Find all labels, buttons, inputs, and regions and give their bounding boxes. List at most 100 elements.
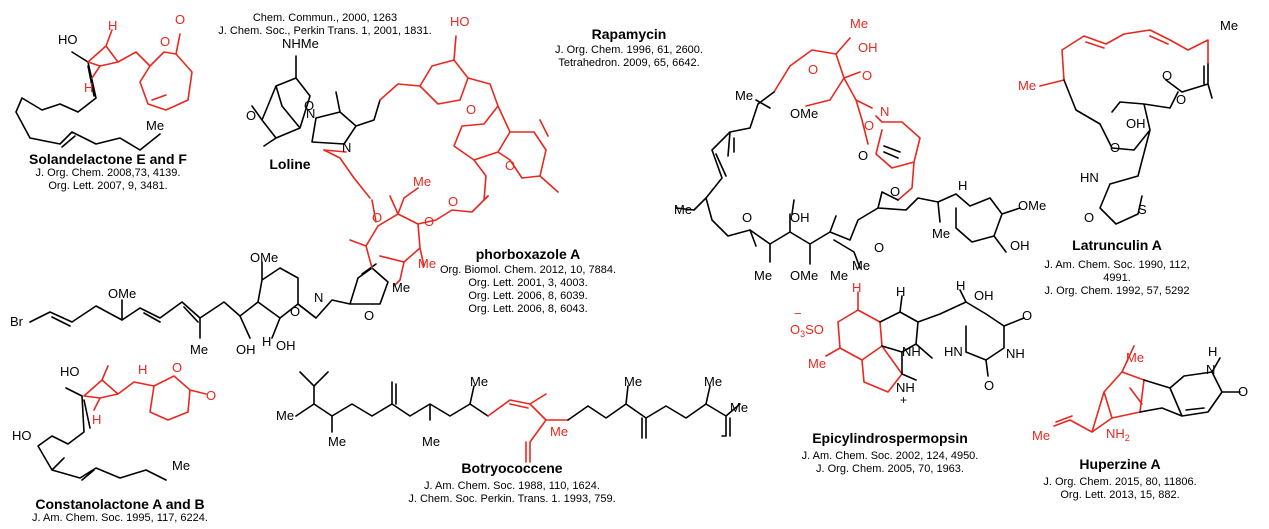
compound-loline-refs: Chem. Commun., 2000, 1263 J. Chem. Soc.,…: [205, 12, 445, 38]
phorboxazole-oh1-label: OH: [236, 342, 256, 357]
compound-name: Latrunculin A: [1072, 237, 1162, 253]
rapamycin-me5-label: Me: [754, 268, 772, 283]
botryococcene-structure: Me Me Me Me Me Me Me Me: [276, 371, 748, 463]
phorboxazole-o6-label: O: [448, 194, 458, 209]
latrunculin-hn-label: HN: [1080, 170, 1099, 185]
epicylindrospermopsin-o1-label: O: [1022, 308, 1032, 323]
phorboxazole-oh2-label: OH: [276, 338, 296, 353]
loline-n-label: N: [306, 106, 315, 121]
constanolactone-me-label: Me: [172, 458, 190, 473]
phorboxazole-o3-label: O: [304, 98, 314, 113]
rapamycin-o5-label: O: [890, 184, 900, 199]
epicylindrospermopsin-me-label: Me: [808, 356, 826, 371]
epicylindrospermopsin-hn-label: HN: [944, 344, 963, 359]
rapamycin-me6-label: Me: [830, 268, 848, 283]
reference-list: J. Am. Chem. Soc. 1995, 117, 6224.: [10, 512, 230, 525]
rapamycin-o4-label: O: [858, 148, 868, 163]
latrunculin-o3-label: O: [1110, 140, 1120, 155]
compound-botryococcene: Botryococcene J. Am. Chem. Soc. 1988, 11…: [392, 460, 632, 506]
rapamycin-oh1-label: OH: [858, 40, 878, 55]
constanolactone-structure: HO HO H H O O Me: [12, 360, 216, 481]
loline-nhme-label: NHMe: [282, 36, 319, 51]
compound-name: phorboxazole A: [475, 246, 581, 262]
rapamycin-ome3-label: OMe: [790, 268, 818, 283]
solandelactone-o1-label: O: [160, 34, 170, 49]
compound-solandelactone: Solandelactone E and F J. Org. Chem. 200…: [8, 151, 208, 193]
phorboxazole-o1-label: O: [466, 102, 476, 117]
reference-list: J. Org. Chem. 2008,73, 4139. Org. Lett. …: [8, 167, 208, 193]
compound-name: Huperzine A: [1079, 456, 1161, 472]
phorboxazole-me4-label: Me: [190, 342, 208, 357]
reference: Org. Lett. 2013, 15, 882.: [1060, 489, 1180, 501]
botryococcene-me7-label: Me: [704, 374, 722, 389]
rapamycin-me1-label: Me: [850, 16, 868, 31]
reference: Org. Lett. 2001, 3, 4003.: [468, 277, 588, 289]
huperzine-me1-label: Me: [1032, 428, 1050, 443]
botryococcene-me1-label: Me: [276, 408, 294, 423]
botryococcene-me6-label: Me: [624, 374, 642, 389]
phorboxazole-o7-label: O: [290, 304, 300, 319]
botryococcene-me5-label: Me: [550, 424, 568, 439]
reference: 4991.: [1103, 272, 1131, 284]
rapamycin-o2-label: O: [862, 68, 872, 83]
constanolactone-o1-label: O: [172, 360, 182, 375]
latrunculin-me2-label: Me: [1220, 18, 1238, 33]
phorboxazole-n1-label: N: [342, 140, 351, 155]
reference: Org. Lett. 2006, 8, 6039.: [468, 290, 588, 302]
phorboxazole-me3-label: Me: [392, 280, 410, 295]
latrunculin-oh-label: OH: [1126, 116, 1146, 131]
loline-o-label: O: [246, 108, 256, 123]
reference-list: J. Org. Chem. 2015, 80, 11806. Org. Lett…: [1032, 476, 1208, 502]
compound-name: Epicylindrospermopsin: [812, 430, 968, 446]
phorboxazole-me2-label: Me: [418, 256, 436, 271]
compound-epicylindrospermopsin: Epicylindrospermopsin J. Am. Chem. Soc. …: [784, 430, 996, 476]
reference: Org. Lett. 2007, 9, 3481.: [48, 180, 168, 192]
reference-list: J. Am. Chem. Soc. 1990, 112, 4991. J. Or…: [1024, 259, 1210, 298]
huperzine-h-label: H: [1208, 344, 1217, 359]
reference: J. Org. Chem. 2008,73, 4139.: [35, 167, 181, 179]
constanolactone-h2-label: H: [92, 412, 101, 427]
botryococcene-me4-label: Me: [470, 374, 488, 389]
phorboxazole-o4-label: O: [372, 210, 382, 225]
latrunculin-me-label: Me: [1018, 78, 1036, 93]
reference: J. Chem. Soc. Perkin. Trans. 1. 1993, 75…: [408, 493, 616, 505]
reference: J. Am. Chem. Soc. 1990, 112,: [1044, 259, 1190, 271]
rapamycin-n-label: N: [880, 104, 889, 119]
latrunculin-o2-label: O: [1176, 92, 1186, 107]
reference-list: J. Org. Chem. 1996, 61, 2600. Tetrahedro…: [544, 44, 714, 70]
botryococcene-me8-label: Me: [730, 400, 748, 415]
reference: J. Org. Chem. 2005, 70, 1963.: [816, 463, 964, 475]
reference: Tetrahedron. 2009, 65, 6642.: [558, 57, 700, 69]
solandelactone-structure: HO H H O O Me: [15, 12, 193, 151]
compound-name: Rapamycin: [591, 26, 667, 42]
solandelactone-ho-label: HO: [58, 32, 78, 47]
epicylindrospermopsin-h1-label: H: [852, 280, 861, 295]
epicylindrospermopsin-nh2-label: NH: [1006, 346, 1025, 361]
reference-list: J. Am. Chem. Soc. 2002, 124, 4950. J. Or…: [784, 450, 996, 476]
phorboxazole-br-label: Br: [10, 314, 24, 329]
compound-name: Constanolactone A and B: [35, 496, 205, 512]
reference: Chem. Commun., 2000, 1263: [252, 12, 398, 24]
epicylindrospermopsin-minus-label: −: [794, 306, 802, 321]
reference: J. Org. Chem. 1992, 57, 5292: [1044, 285, 1190, 297]
compound-phorboxazole: phorboxazole A Org. Biomol. Chem. 2012, …: [438, 246, 618, 316]
phorboxazole-o2-label: O: [505, 158, 515, 173]
huperzine-me2-label: Me: [1126, 350, 1144, 365]
rapamycin-me4-label: Me: [932, 226, 950, 241]
rapamycin-oh3-label: OH: [1010, 238, 1030, 253]
reference: J. Chem. Soc., Perkin Trans. 1, 2001, 18…: [218, 25, 432, 37]
compound-latrunculin: Latrunculin A J. Am. Chem. Soc. 1990, 11…: [1024, 237, 1210, 298]
huperzine-n-label: N: [1206, 362, 1215, 377]
solandelactone-me-label: Me: [146, 118, 164, 133]
botryococcene-me2-label: Me: [328, 434, 346, 449]
reference-list: J. Am. Chem. Soc. 1988, 110, 1624. J. Ch…: [392, 480, 632, 506]
epicylindrospermopsin-oh-label: OH: [974, 288, 994, 303]
epicylindrospermopsin-nh1-label: NH: [902, 344, 921, 359]
compound-name: Solandelactone E and F: [29, 151, 187, 167]
epicylindrospermopsin-nh3-label: NH: [896, 380, 915, 395]
reference-list: Chem. Commun., 2000, 1263 J. Chem. Soc.,…: [205, 12, 445, 38]
reference: J. Am. Chem. Soc. 1988, 110, 1624.: [424, 480, 600, 492]
huperzine-nh2-label: NH2: [1106, 426, 1130, 443]
phorboxazole-o8-label: O: [364, 308, 374, 323]
